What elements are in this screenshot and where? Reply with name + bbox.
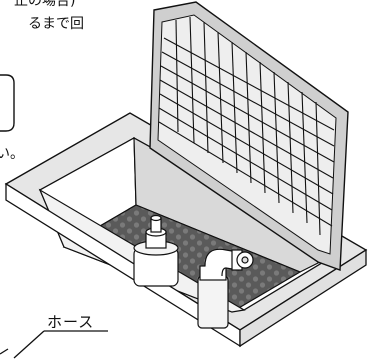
- box-outer-side-right: [239, 248, 367, 348]
- lid-grid: [158, 16, 335, 236]
- valve-icon: [133, 214, 179, 287]
- elbow-fitting-icon: [197, 248, 254, 329]
- callout-box: [0, 74, 15, 132]
- instruction-text-line-2: るまで回: [28, 16, 84, 32]
- hose-label: ホース: [47, 313, 95, 331]
- instruction-text-line-1: 止の場合): [14, 0, 76, 9]
- instruction-text-line-3: い。: [0, 146, 24, 162]
- hose-leader-tick: [0, 348, 9, 355]
- hose-leader-diagonal: [13, 330, 45, 359]
